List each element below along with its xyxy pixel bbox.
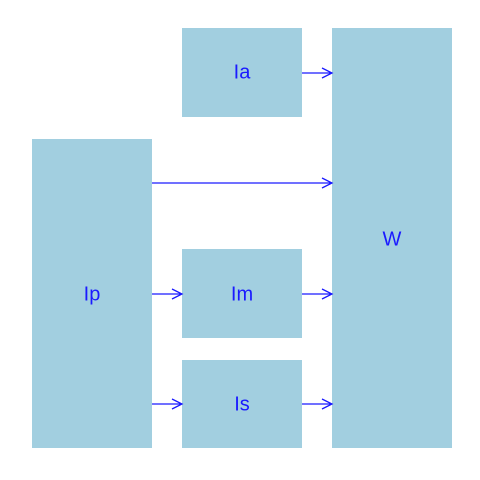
node-w: W — [332, 28, 452, 448]
edge-is-to-w — [302, 398, 334, 410]
node-im-box — [182, 249, 302, 338]
node-w-label: W — [383, 228, 402, 250]
node-w-box — [332, 28, 452, 448]
node-ia-box — [182, 28, 302, 117]
node-im-label: Im — [231, 283, 253, 305]
node-is-box — [182, 360, 302, 448]
edge-ip-to-w — [152, 177, 334, 189]
edge-ip-to-is — [152, 398, 184, 410]
edge-ip-to-im — [152, 288, 184, 300]
node-is: Is — [182, 360, 302, 448]
edge-im-to-w-arrowhead — [321, 288, 334, 300]
edge-im-to-w — [302, 288, 334, 300]
node-ip-box — [32, 139, 152, 448]
edge-ip-to-is-arrowhead — [171, 398, 184, 410]
node-ip: Ip — [32, 139, 152, 448]
node-ia-label: Ia — [234, 61, 252, 83]
node-im: Im — [182, 249, 302, 338]
edge-ip-to-im-arrowhead — [171, 288, 184, 300]
node-ip-label: Ip — [84, 283, 101, 305]
edge-ia-to-w-arrowhead — [321, 67, 334, 79]
edge-ip-to-w-arrowhead — [321, 177, 334, 189]
edge-ia-to-w — [302, 67, 334, 79]
node-ia: Ia — [182, 28, 302, 117]
node-is-label: Is — [234, 393, 250, 415]
edge-is-to-w-arrowhead — [321, 398, 334, 410]
